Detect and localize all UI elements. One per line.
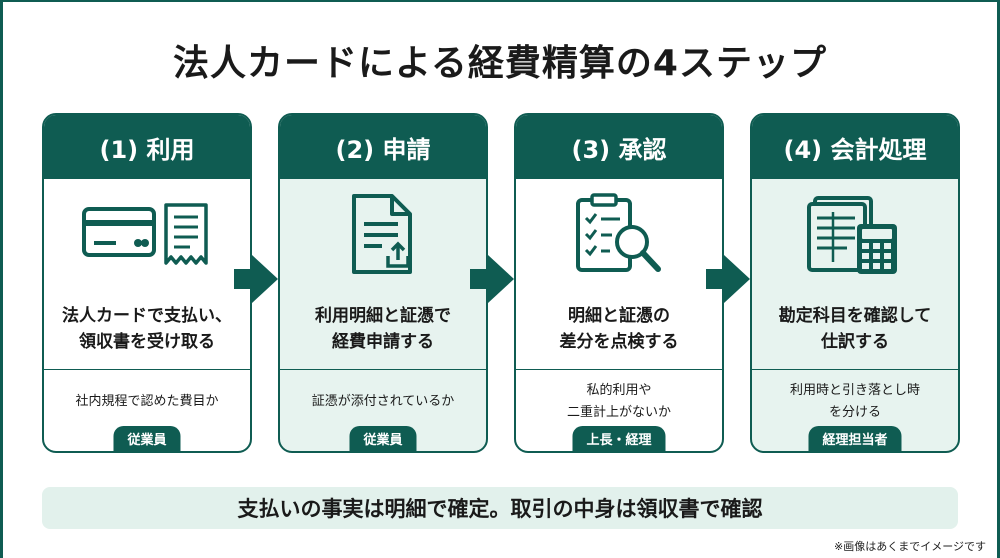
step-card-1: (1) 利用 法人カードで支払い、 領収書を受け取る 社内規程で認めた費目か 従… — [42, 113, 252, 453]
step-2-description: 利用明細と証憑で 経費申請する — [315, 305, 451, 352]
step-3-checkpoint: 私的利用や 二重計上がないか — [566, 383, 671, 420]
step-card-4: (4) 会計処理 勘定科目を確認して 仕訳する 利用時と引き落とし時 を分ける … — [750, 113, 960, 453]
step-1-divider — [44, 369, 250, 370]
arrow-right-icon — [470, 255, 514, 303]
step-card-3: (3) 承認 明細と証憑の 差分を点検する 私的利用や 二重計上がないか 上長・… — [514, 113, 724, 453]
step-2-divider — [280, 369, 486, 370]
step-4-divider — [752, 369, 958, 370]
arrow-right-icon — [706, 255, 750, 303]
step-3-divider — [516, 369, 722, 370]
step-1-header: (1) 利用 — [44, 115, 250, 179]
step-1-description: 法人カードで支払い、 領収書を受け取る — [62, 305, 232, 352]
step-1-role-badge: 従業員 — [113, 426, 181, 451]
step-4-description: 勘定科目を確認して 仕訳する — [778, 305, 932, 352]
page-title: 法人カードによる経費精算の4ステップ — [173, 43, 827, 84]
step-4-role-badge: 経理担当者 — [808, 426, 902, 451]
step-3-description: 明細と証憑の 差分を点検する — [559, 305, 679, 352]
footnote: ※画像はあくまでイメージです — [834, 540, 986, 553]
step-4-header: (4) 会計処理 — [752, 115, 958, 179]
step-2-checkpoint: 証憑が添付されているか — [311, 393, 455, 409]
step-card-2: (2) 申請 利用明細と証憑で 経費申請する 証憑が添付されているか 従業員 — [278, 113, 488, 453]
credit-card-receipt-icon — [44, 179, 250, 289]
step-2-header: (2) 申請 — [280, 115, 486, 179]
step-3-header: (3) 承認 — [516, 115, 722, 179]
step-1-checkpoint: 社内規程で認めた費目か — [75, 393, 219, 409]
step-2-role-badge: 従業員 — [349, 426, 417, 451]
arrow-right-icon — [234, 255, 278, 303]
summary-banner: 支払いの事実は明細で確定。取引の中身は領収書で確認 — [42, 487, 958, 529]
ledger-calculator-icon — [752, 179, 958, 289]
step-4-checkpoint: 利用時と引き落とし時 を分ける — [789, 383, 920, 420]
step-3-role-badge: 上長・経理 — [572, 426, 666, 451]
document-upload-icon — [280, 179, 486, 289]
checklist-magnifier-icon — [516, 179, 722, 289]
